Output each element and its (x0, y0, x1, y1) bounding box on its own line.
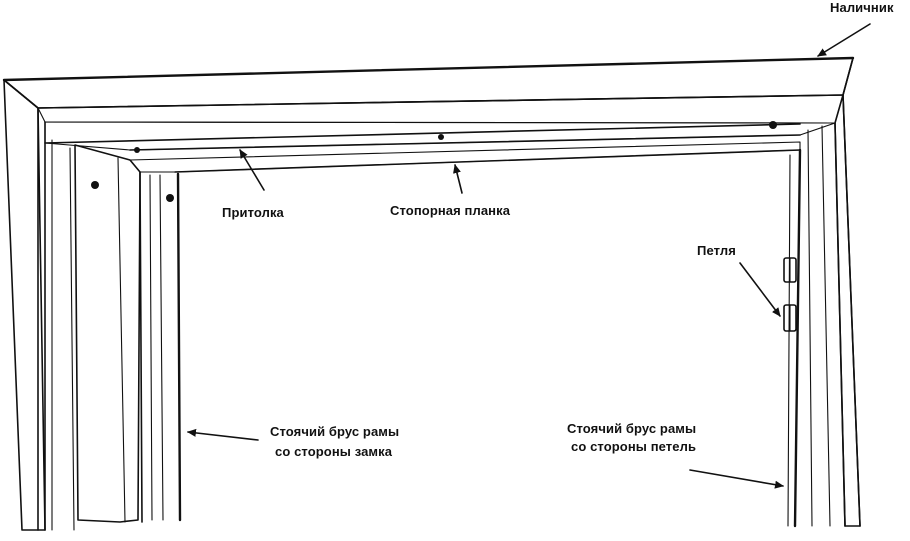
arrow-door-stop (453, 164, 463, 194)
leader-arrows (187, 23, 871, 489)
hinge-marks (783, 257, 797, 332)
label-latch-jamb-line2: со стороны замка (275, 444, 393, 459)
label-head-jamb: Притолка (222, 205, 285, 220)
door-stop-strip (129, 141, 801, 173)
left-jamb (3, 79, 182, 531)
top-casing (2, 56, 855, 109)
label-hinge-jamb-line2: со стороны петель (571, 439, 696, 454)
label-casing: Наличник (830, 0, 894, 15)
arrow-hinge-jamb (689, 469, 784, 489)
label-door-stop: Стопорная планка (390, 203, 511, 218)
right-jamb (438, 94, 861, 528)
labels: Наличник Притолка Стопорная планка Петля… (222, 0, 894, 459)
arrow-hinge (739, 262, 781, 317)
arrow-head-jamb (239, 149, 265, 191)
arrow-casing (817, 23, 871, 57)
label-hinge: Петля (697, 243, 736, 258)
label-hinge-jamb-line1: Стоячий брус рамы (567, 421, 696, 436)
arrow-latch-jamb (187, 428, 259, 441)
head-jamb (37, 94, 844, 151)
label-latch-jamb-line1: Стоячий брус рамы (270, 424, 399, 439)
